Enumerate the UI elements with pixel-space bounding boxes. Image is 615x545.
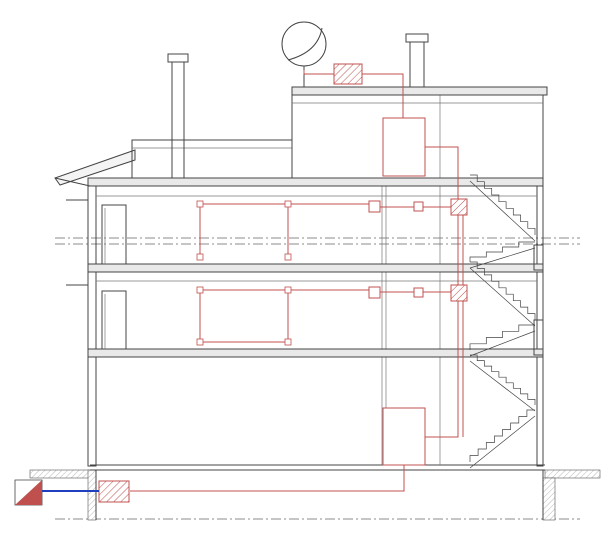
window-right-upper [533, 244, 544, 271]
stair-flight-5-stringer [469, 360, 536, 412]
pitched-roof [54, 149, 136, 186]
roof-structure [54, 21, 548, 187]
first-floor-slab [87, 348, 544, 358]
roof-boiler [333, 63, 363, 85]
second-floor-radiator [450, 198, 468, 216]
first-floor-node-3 [196, 338, 204, 346]
stair-flight-1-stringer [469, 180, 536, 242]
roof-eave [54, 177, 91, 187]
second-floor-node-1 [196, 200, 204, 208]
stair-flight-4 [469, 324, 536, 357]
stair-flight-2 [469, 241, 536, 269]
stair-flight-4-steps [469, 324, 535, 350]
first-floor-radiator [450, 284, 468, 302]
external-supply-meter-fill [15, 480, 42, 505]
ground-and-foundation [29, 464, 601, 521]
second-floor-node-3 [196, 253, 204, 261]
window-right-lower [533, 319, 544, 356]
door-first-floor [101, 290, 127, 350]
stair-flight-5 [469, 354, 536, 412]
second-floor-valve-a [368, 200, 381, 213]
external-supply [14, 479, 99, 506]
stair-flight-1 [469, 174, 536, 242]
ground-left [29, 469, 91, 479]
right-exterior-wall [536, 185, 544, 467]
chimney-left [171, 61, 185, 179]
solar-collector-arc [287, 27, 323, 61]
second-floor-node-2 [284, 200, 292, 208]
stair-flight-6-steps [469, 409, 535, 462]
chimney-right-cap [405, 33, 429, 43]
basement-supply-pipe [130, 465, 405, 492]
first-floor-valve-a [368, 286, 381, 299]
heating-piping [98, 63, 468, 503]
stair-flight-2-stringer [469, 247, 536, 269]
roof-parapet [131, 139, 293, 179]
penthouse-roof [291, 86, 548, 96]
second-floor-slab [87, 263, 544, 273]
ground-right [544, 469, 601, 479]
roof-water-tank [382, 117, 426, 177]
roof-slab [87, 177, 544, 187]
foundation-left [87, 469, 97, 521]
second-floor-valve-b [413, 201, 424, 212]
stair-flight-4-stringer [469, 330, 536, 357]
chimney-right [409, 41, 425, 88]
stair-flight-3-steps [470, 261, 536, 320]
level-axis-lines [55, 237, 580, 520]
stair-flight-6-stringer [469, 415, 536, 469]
second-floor-node-4 [284, 253, 292, 261]
left-exterior-wall [87, 185, 97, 467]
basement-boiler [98, 480, 130, 503]
door-second-floor [101, 204, 127, 265]
chimney-left-cap [167, 53, 189, 63]
first-floor-node-1 [196, 286, 204, 294]
first-floor-valve-b [413, 287, 424, 298]
stair-flight-1-steps [470, 174, 536, 235]
stair-flight-2-steps [469, 241, 535, 262]
building-walls [87, 95, 544, 467]
staircase [469, 174, 536, 469]
first-floor-node-2 [284, 286, 292, 294]
stair-flight-3-stringer [469, 267, 536, 327]
first-floor-node-4 [284, 338, 292, 346]
foundation-right [542, 477, 556, 521]
floor-slabs [87, 177, 544, 358]
ground-floor-water-tank [382, 407, 426, 466]
stair-flight-3 [469, 261, 536, 327]
openings [66, 199, 544, 356]
stair-flight-5-steps [470, 354, 536, 405]
stair-flight-6 [469, 409, 536, 469]
